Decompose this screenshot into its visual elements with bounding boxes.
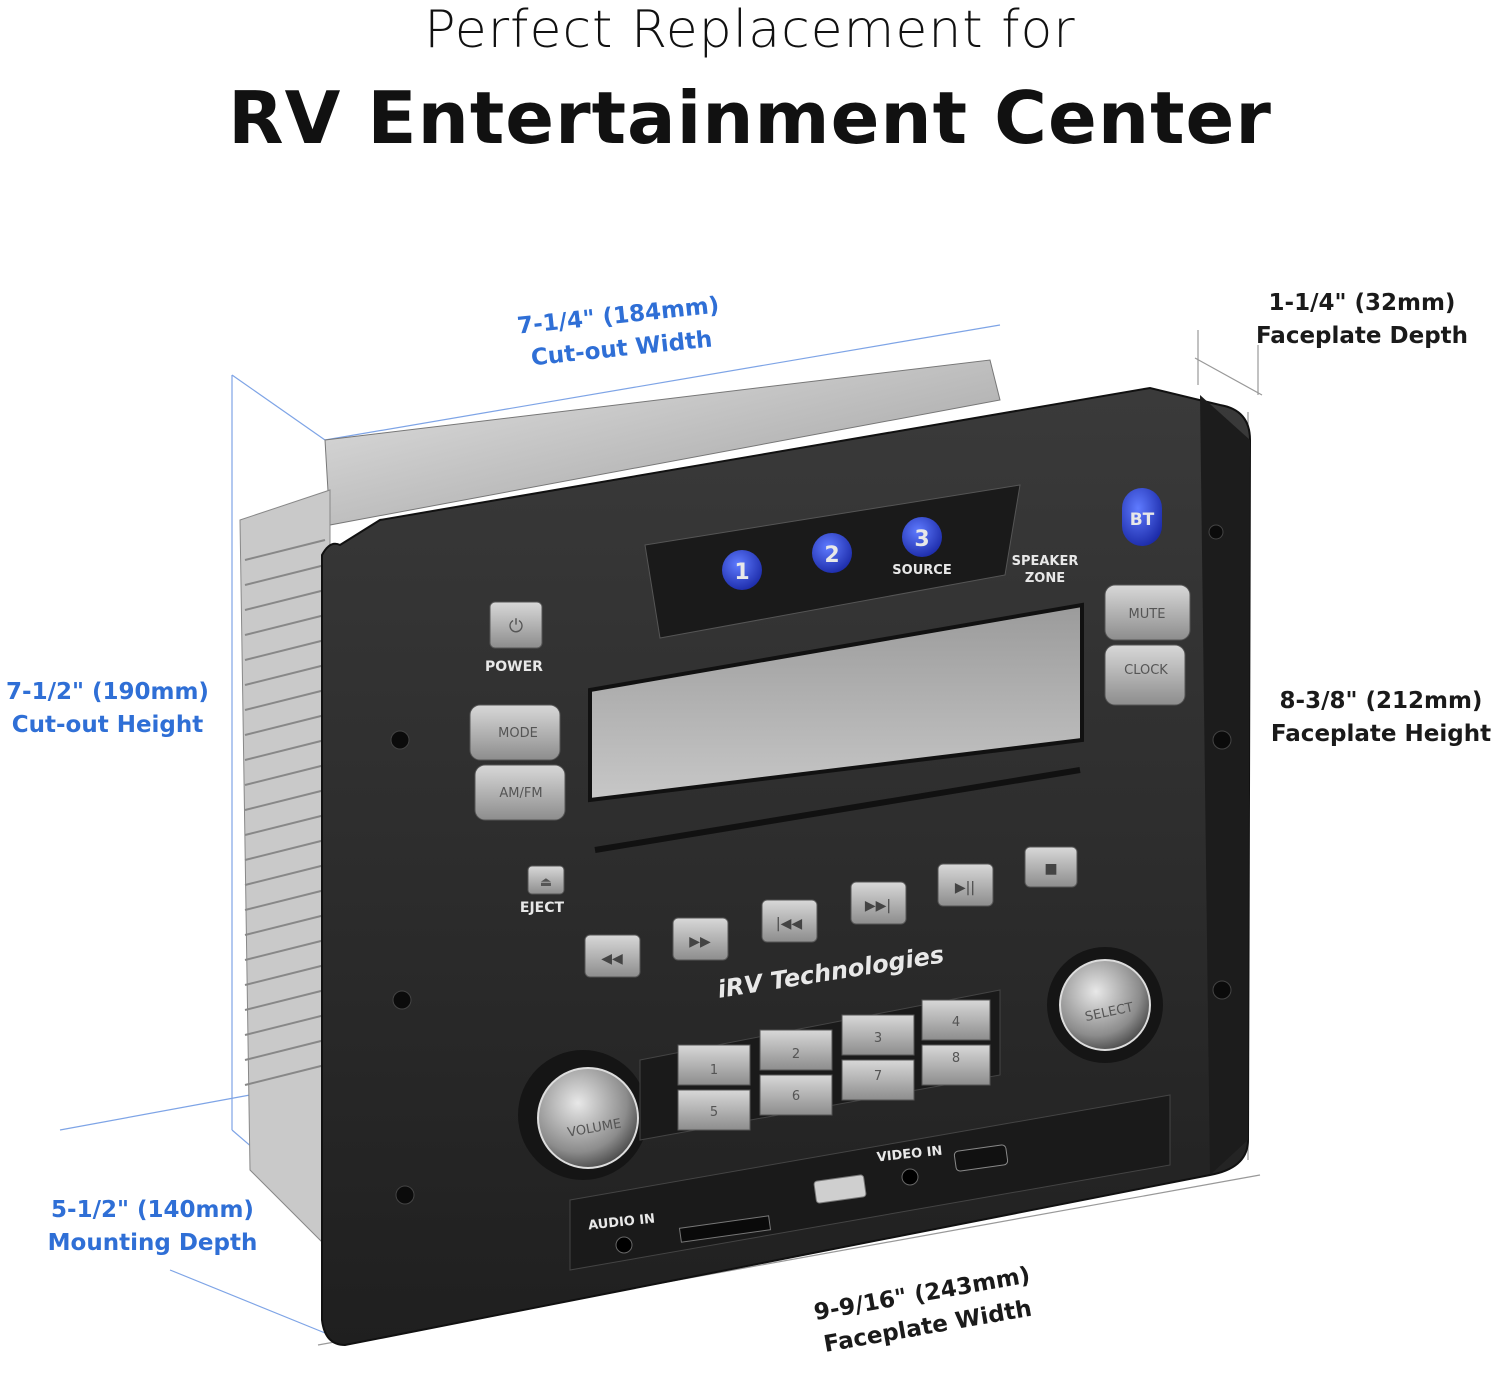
preset-key-1[interactable]: 1 [677,1044,751,1086]
zone-button-2-label: 2 [824,543,839,568]
power-icon: ⏻ [509,616,523,637]
amfm-button[interactable]: AM/FM [474,764,566,821]
speaker-zone-label-line2: ZONE [1025,571,1065,586]
preset-key-2[interactable]: 2 [759,1029,833,1071]
preset-key-8[interactable]: 8 [921,1044,991,1086]
preset-key-4-label: 4 [952,1015,960,1030]
mounting-depth-dimension: 5-1/2" (140mm) Mounting Depth [30,1194,275,1260]
mode-button[interactable]: MODE [469,704,561,761]
eject-label: EJECT [520,900,565,916]
cutout-height-dimension: 7-1/2" (190mm) Cut-out Height [0,676,215,742]
stop-icon: ■ [1044,861,1057,877]
next-track-button[interactable]: ▶▶| [850,881,907,925]
heatsink-fins [244,539,326,1086]
preset-key-5[interactable]: 5 [677,1089,751,1131]
mounting-depth-value: 5-1/2" (140mm) [51,1197,254,1223]
source-label: SOURCE [892,563,951,578]
faceplate-height-value: 8-3/8" (212mm) [1279,688,1483,714]
bt-label: BT [1130,510,1155,530]
preset-keypad: 1 2 3 4 5 6 7 8 [639,989,1001,1141]
faceplate-depth-label: Faceplate Depth [1255,323,1469,349]
play-pause-icon: ▶|| [955,880,975,896]
zone-button-3-label: 3 [914,527,929,552]
faceplate-depth-guide [1194,357,1263,396]
amfm-label: AM/FM [499,786,542,801]
preset-key-4[interactable]: 4 [921,999,991,1041]
rewind-icon: ◀◀ [601,951,623,967]
zone-button-bar: 1 2 3 SOURCE [644,484,1021,639]
preset-key-1-label: 1 [710,1063,718,1078]
mounting-depth-guide [59,1094,251,1131]
usb-port[interactable] [813,1174,867,1204]
preset-key-7[interactable]: 7 [841,1059,915,1101]
fast-forward-icon: ▶▶ [689,934,711,950]
lcd-display [588,602,1084,803]
audio-in-label: AUDIO IN [587,1212,655,1234]
eject-button[interactable]: ⏏ [527,865,565,895]
transport-controls: ◀◀ ▶▶ |◀◀ ▶▶| ▶|| ■ [584,846,1078,978]
sd-card-slot[interactable] [678,1215,772,1243]
header-title: RV Entertainment Center [228,76,1272,160]
video-in-label: VIDEO IN [876,1144,943,1166]
preset-key-6-label: 6 [792,1089,800,1104]
zone-button-2[interactable]: 2 [812,533,852,573]
power-label: POWER [485,659,543,675]
preset-key-2-label: 2 [792,1047,800,1062]
faceplate-depth-dimension: 1-1/4" (32mm) Faceplate Depth [1222,287,1500,353]
zone-button-1-label: 1 [734,560,749,585]
speaker-zone-label-line1: SPEAKER [1012,554,1079,569]
power-button[interactable]: ⏻ [489,601,543,649]
play-pause-button[interactable]: ▶|| [937,863,994,907]
hdmi-port[interactable] [953,1144,1009,1172]
select-knob[interactable]: SELECT [1047,947,1163,1063]
mute-button[interactable]: MUTE [1104,584,1191,641]
zone-button-3[interactable]: 3 [902,517,942,557]
preset-key-3-label: 3 [874,1031,882,1046]
volume-knob[interactable]: VOLUME [518,1050,648,1180]
previous-track-icon: |◀◀ [776,916,802,932]
header-subtitle: Perfect Replacement for [424,0,1076,60]
preset-key-8-label: 8 [952,1051,960,1066]
cutout-height-label: Cut-out Height [11,712,204,738]
preset-key-3[interactable]: 3 [841,1014,915,1056]
preset-key-5-label: 5 [710,1105,718,1120]
stop-button[interactable]: ■ [1024,846,1078,888]
cutout-height-value: 7-1/2" (190mm) [6,679,209,705]
mounting-screws [390,524,1232,1205]
fast-forward-button[interactable]: ▶▶ [672,917,729,961]
audio-in-jack[interactable] [615,1236,633,1254]
faceplate-height-label: Faceplate Height [1270,721,1492,747]
bt-button[interactable]: BT [1122,488,1162,546]
mounting-depth-label: Mounting Depth [47,1230,258,1256]
clock-button[interactable]: CLOCK [1104,644,1186,706]
cutout-width-guide [324,324,1001,441]
faceplate-height-dimension: 8-3/8" (212mm) Faceplate Height [1262,685,1500,751]
mute-label: MUTE [1129,607,1166,622]
preset-key-7-label: 7 [874,1069,882,1084]
preset-key-6[interactable]: 6 [759,1074,833,1116]
clock-label: CLOCK [1124,663,1168,678]
port-panel: AUDIO IN VIDEO IN [569,1094,1171,1271]
rewind-button[interactable]: ◀◀ [584,934,641,978]
video-in-jack[interactable] [901,1168,919,1186]
disc-slot [594,767,1081,853]
eject-icon: ⏏ [540,875,552,890]
zone-button-1[interactable]: 1 [722,550,762,590]
mode-label: MODE [498,726,538,741]
previous-track-button[interactable]: |◀◀ [761,899,818,943]
faceplate-depth-value: 1-1/4" (32mm) [1268,290,1456,316]
next-track-icon: ▶▶| [865,898,891,914]
